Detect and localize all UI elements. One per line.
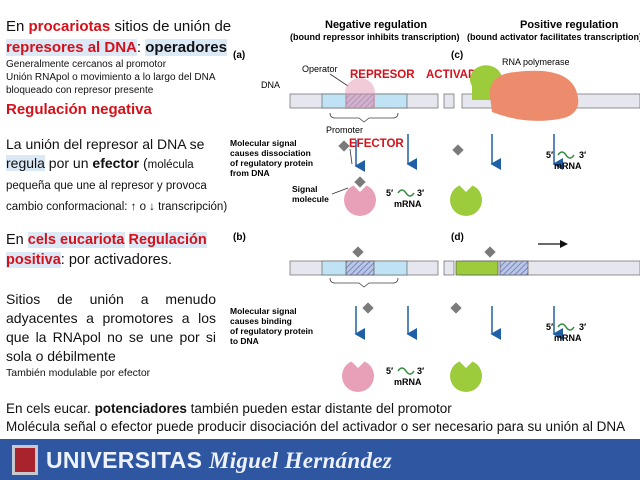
bottom-notes: En cels eucar. potenciadores también pue… <box>6 400 636 436</box>
mrna-5-d: 5′ <box>546 322 553 332</box>
bottom-line1-a: En cels eucar. <box>6 401 95 416</box>
term-regula: regula <box>6 155 45 171</box>
mrna-label-c: mRNA <box>554 161 582 171</box>
rnapol-label: RNA polymerase <box>502 57 570 67</box>
sig-diss-3: of regulatory protein <box>230 158 313 168</box>
label-d: (d) <box>451 232 464 243</box>
mrna-label-a: mRNA <box>394 199 422 209</box>
text-activadores: : por activadores. <box>60 252 173 268</box>
bottom-line-1: En cels eucar. potenciadores también pue… <box>6 400 636 418</box>
university-name: UNIVERSITAS Miguel Hernández <box>46 447 392 474</box>
pos-subtitle: (bound activator facilitates transcripti… <box>467 32 640 42</box>
mrna-3-d: 3′ <box>579 322 586 332</box>
note-molecula-pequena: molécula pequeña que une al represor y p… <box>6 159 228 213</box>
mrna-5-b: 5′ <box>386 366 393 376</box>
text-sitios-union: Sitios de unión a menudo adyacentes a pr… <box>6 291 216 364</box>
mrna-label-b: mRNA <box>394 377 422 387</box>
neg-title: Negative regulation <box>325 19 427 31</box>
bottom-line1-c: también pueden estar distante del promot… <box>186 401 452 416</box>
effector-paragraph: La unión del represor al DNA se regula p… <box>6 135 234 217</box>
sig-diss-4: from DNA <box>230 168 270 178</box>
mrna-5-a: 5′ <box>386 188 393 198</box>
text-en2: En <box>6 232 28 248</box>
term-operadores: operadores <box>145 39 227 56</box>
signal-label-1: Signal <box>292 184 318 194</box>
mrna-3-b: 3′ <box>417 366 424 376</box>
prokaryote-paragraph: En procariotas sitios de unión de repres… <box>6 16 232 120</box>
sig-bind-3: of regulatory protein <box>230 326 313 336</box>
mrna-label-d: mRNA <box>554 333 582 343</box>
term-efector: efector <box>92 155 140 171</box>
signal-molecule-b <box>362 302 374 314</box>
text-sitios: sitios de unión de <box>110 18 232 35</box>
repressor-bound-a <box>345 78 375 108</box>
bottom-line-2: Molécula señal o efector puede producir … <box>6 419 626 434</box>
university-name-uni: UNIVERSITAS <box>46 447 203 473</box>
binding-sites-paragraph: Sitios de unión a menudo adyacentes a pr… <box>6 290 216 380</box>
activator-bound-d <box>455 260 499 276</box>
term-regulacion-negativa: Regulación negativa <box>6 101 152 118</box>
label-b: (b) <box>233 232 246 243</box>
signal-molecule-c <box>452 144 464 156</box>
mrna-3-a: 3′ <box>417 188 424 198</box>
activator-free-c <box>450 184 482 216</box>
term-procariotas: procariotas <box>28 18 111 35</box>
sig-bind-4: to DNA <box>230 336 259 346</box>
university-footer: UNIVERSITAS Miguel Hernández <box>0 439 640 480</box>
promoter-label: Promoter <box>326 125 363 135</box>
label-c: (c) <box>451 50 463 61</box>
signal-label-2: molecule <box>292 194 329 204</box>
text-en: En <box>6 18 29 35</box>
sig-bind-2: causes binding <box>230 316 292 326</box>
repressor-free-a <box>344 184 376 216</box>
neg-subtitle: (bound repressor inhibits transcription) <box>290 32 460 42</box>
term-potenciadores: potenciadores <box>94 401 187 416</box>
regulation-diagram: Negative regulation (bound repressor inh… <box>230 19 640 392</box>
operator-label: Operator <box>302 64 338 74</box>
note-cercanos: Generalmente cercanos al promotor <box>6 59 167 70</box>
text-paren: ( <box>139 155 148 171</box>
eukaryote-paragraph: En cels eucariota Regulación positiva: p… <box>6 230 232 270</box>
rnapol-shape-c <box>489 70 579 121</box>
university-logo-inner <box>15 448 35 472</box>
term-cels-eucariota: cels eucariota <box>27 232 125 248</box>
label-a: (a) <box>233 50 245 61</box>
repressor-free-b <box>342 360 374 392</box>
sig-diss-1: Molecular signal <box>230 138 297 148</box>
signal-molecule-a <box>338 140 350 152</box>
mrna-3-c: 3′ <box>579 150 586 160</box>
text-colon: : <box>136 39 146 56</box>
text-space <box>125 232 129 248</box>
pos-title: Positive regulation <box>520 19 619 31</box>
text-por: por un <box>44 155 93 171</box>
signal-molecule-d <box>450 302 462 314</box>
sig-bind-1: Molecular signal <box>230 306 297 316</box>
text-union-represor: La unión del represor al DNA se <box>6 136 205 152</box>
activator-free-d <box>450 360 482 392</box>
note-modulable-efector: También modulable por efector <box>6 367 151 379</box>
mrna-5-c: 5′ <box>546 150 553 160</box>
sig-diss-2: causes dissociation <box>230 148 311 158</box>
term-represores: represores al DNA <box>6 39 137 56</box>
represor-label: REPRESOR <box>350 69 415 81</box>
note-rnapol-blocked: Unión RNApol o movimiento a lo largo del… <box>6 72 215 96</box>
university-name-person: Miguel Hernández <box>208 448 393 473</box>
efector-label: EFECTOR <box>349 138 404 150</box>
dna-label: DNA <box>261 80 280 90</box>
